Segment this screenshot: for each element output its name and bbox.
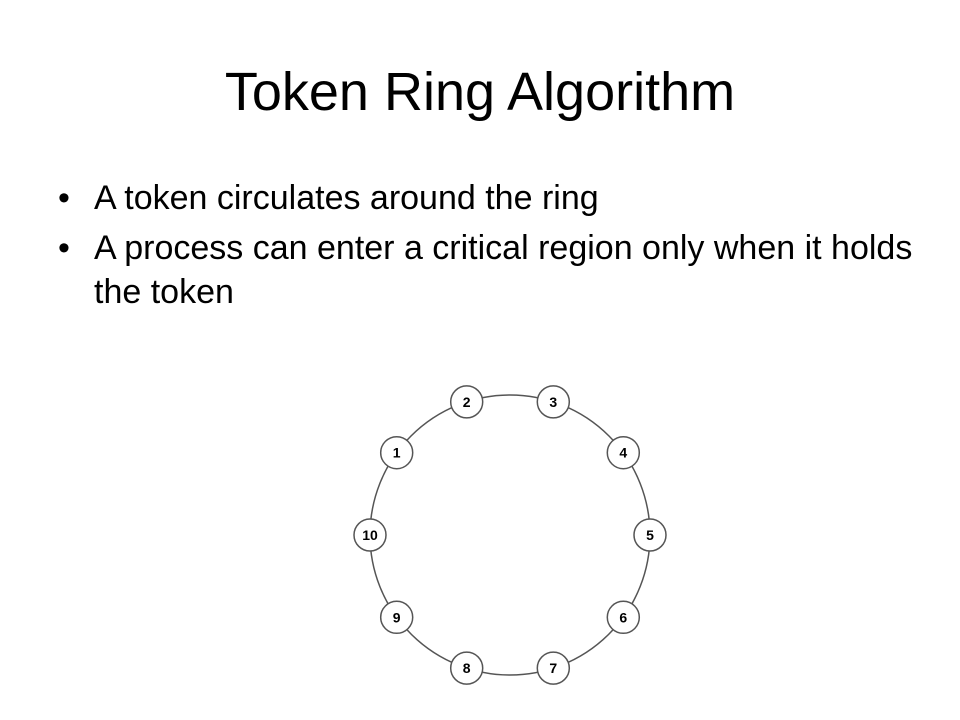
ring-node: 7: [536, 651, 571, 685]
bullet-mark: •: [58, 179, 70, 217]
ring-node: 10: [353, 518, 387, 552]
ring-node-label: 3: [549, 394, 557, 410]
ring-node-circle: [606, 600, 641, 635]
ring-node-circle: [379, 600, 414, 635]
ring-node-circle: [633, 518, 667, 552]
ring-node: 5: [633, 518, 667, 552]
ring-node-circle: [379, 435, 414, 470]
bullet-item: • A process can enter a critical region …: [56, 226, 916, 314]
ring-node: 4: [606, 435, 641, 470]
ring-node: 6: [606, 600, 641, 635]
ring-node-label: 8: [463, 660, 471, 676]
ring-node: 3: [536, 385, 571, 419]
ring-node-circle: [449, 385, 484, 419]
ring-node: 2: [449, 385, 484, 419]
ring-node-circle: [449, 651, 484, 685]
ring-node-label: 10: [362, 527, 378, 543]
ring-node: 9: [379, 600, 414, 635]
ring-node-label: 2: [463, 394, 471, 410]
ring-node-circle: [536, 385, 571, 419]
ring-node: 1: [379, 435, 414, 470]
ring-path: [369, 394, 651, 676]
bullet-item: • A token circulates around the ring: [56, 176, 916, 220]
ring-node-label: 4: [619, 445, 627, 461]
bullet-text: A process can enter a critical region on…: [94, 229, 913, 311]
slide-title: Token Ring Algorithm: [224, 62, 736, 122]
ring-node-circle: [536, 651, 571, 685]
ring-node-label: 9: [393, 609, 401, 625]
ring-node-circle: [353, 518, 387, 552]
token-ring-svg: 1 2 3 4 5 6 7 8 9 10: [353, 385, 667, 685]
ring-node: 8: [449, 651, 484, 685]
ring-node-circle: [606, 435, 641, 470]
bullet-list: • A token circulates around the ring • A…: [56, 176, 916, 320]
bullet-mark: •: [58, 229, 70, 267]
ring-node-label: 6: [619, 609, 627, 625]
token-ring-diagram: 1 2 3 4 5 6 7 8 9 10: [340, 375, 680, 715]
ring-node-label: 1: [393, 445, 401, 461]
bullet-text: A token circulates around the ring: [94, 179, 599, 217]
ring-node-label: 7: [549, 660, 557, 676]
ring-node-label: 5: [646, 527, 654, 543]
